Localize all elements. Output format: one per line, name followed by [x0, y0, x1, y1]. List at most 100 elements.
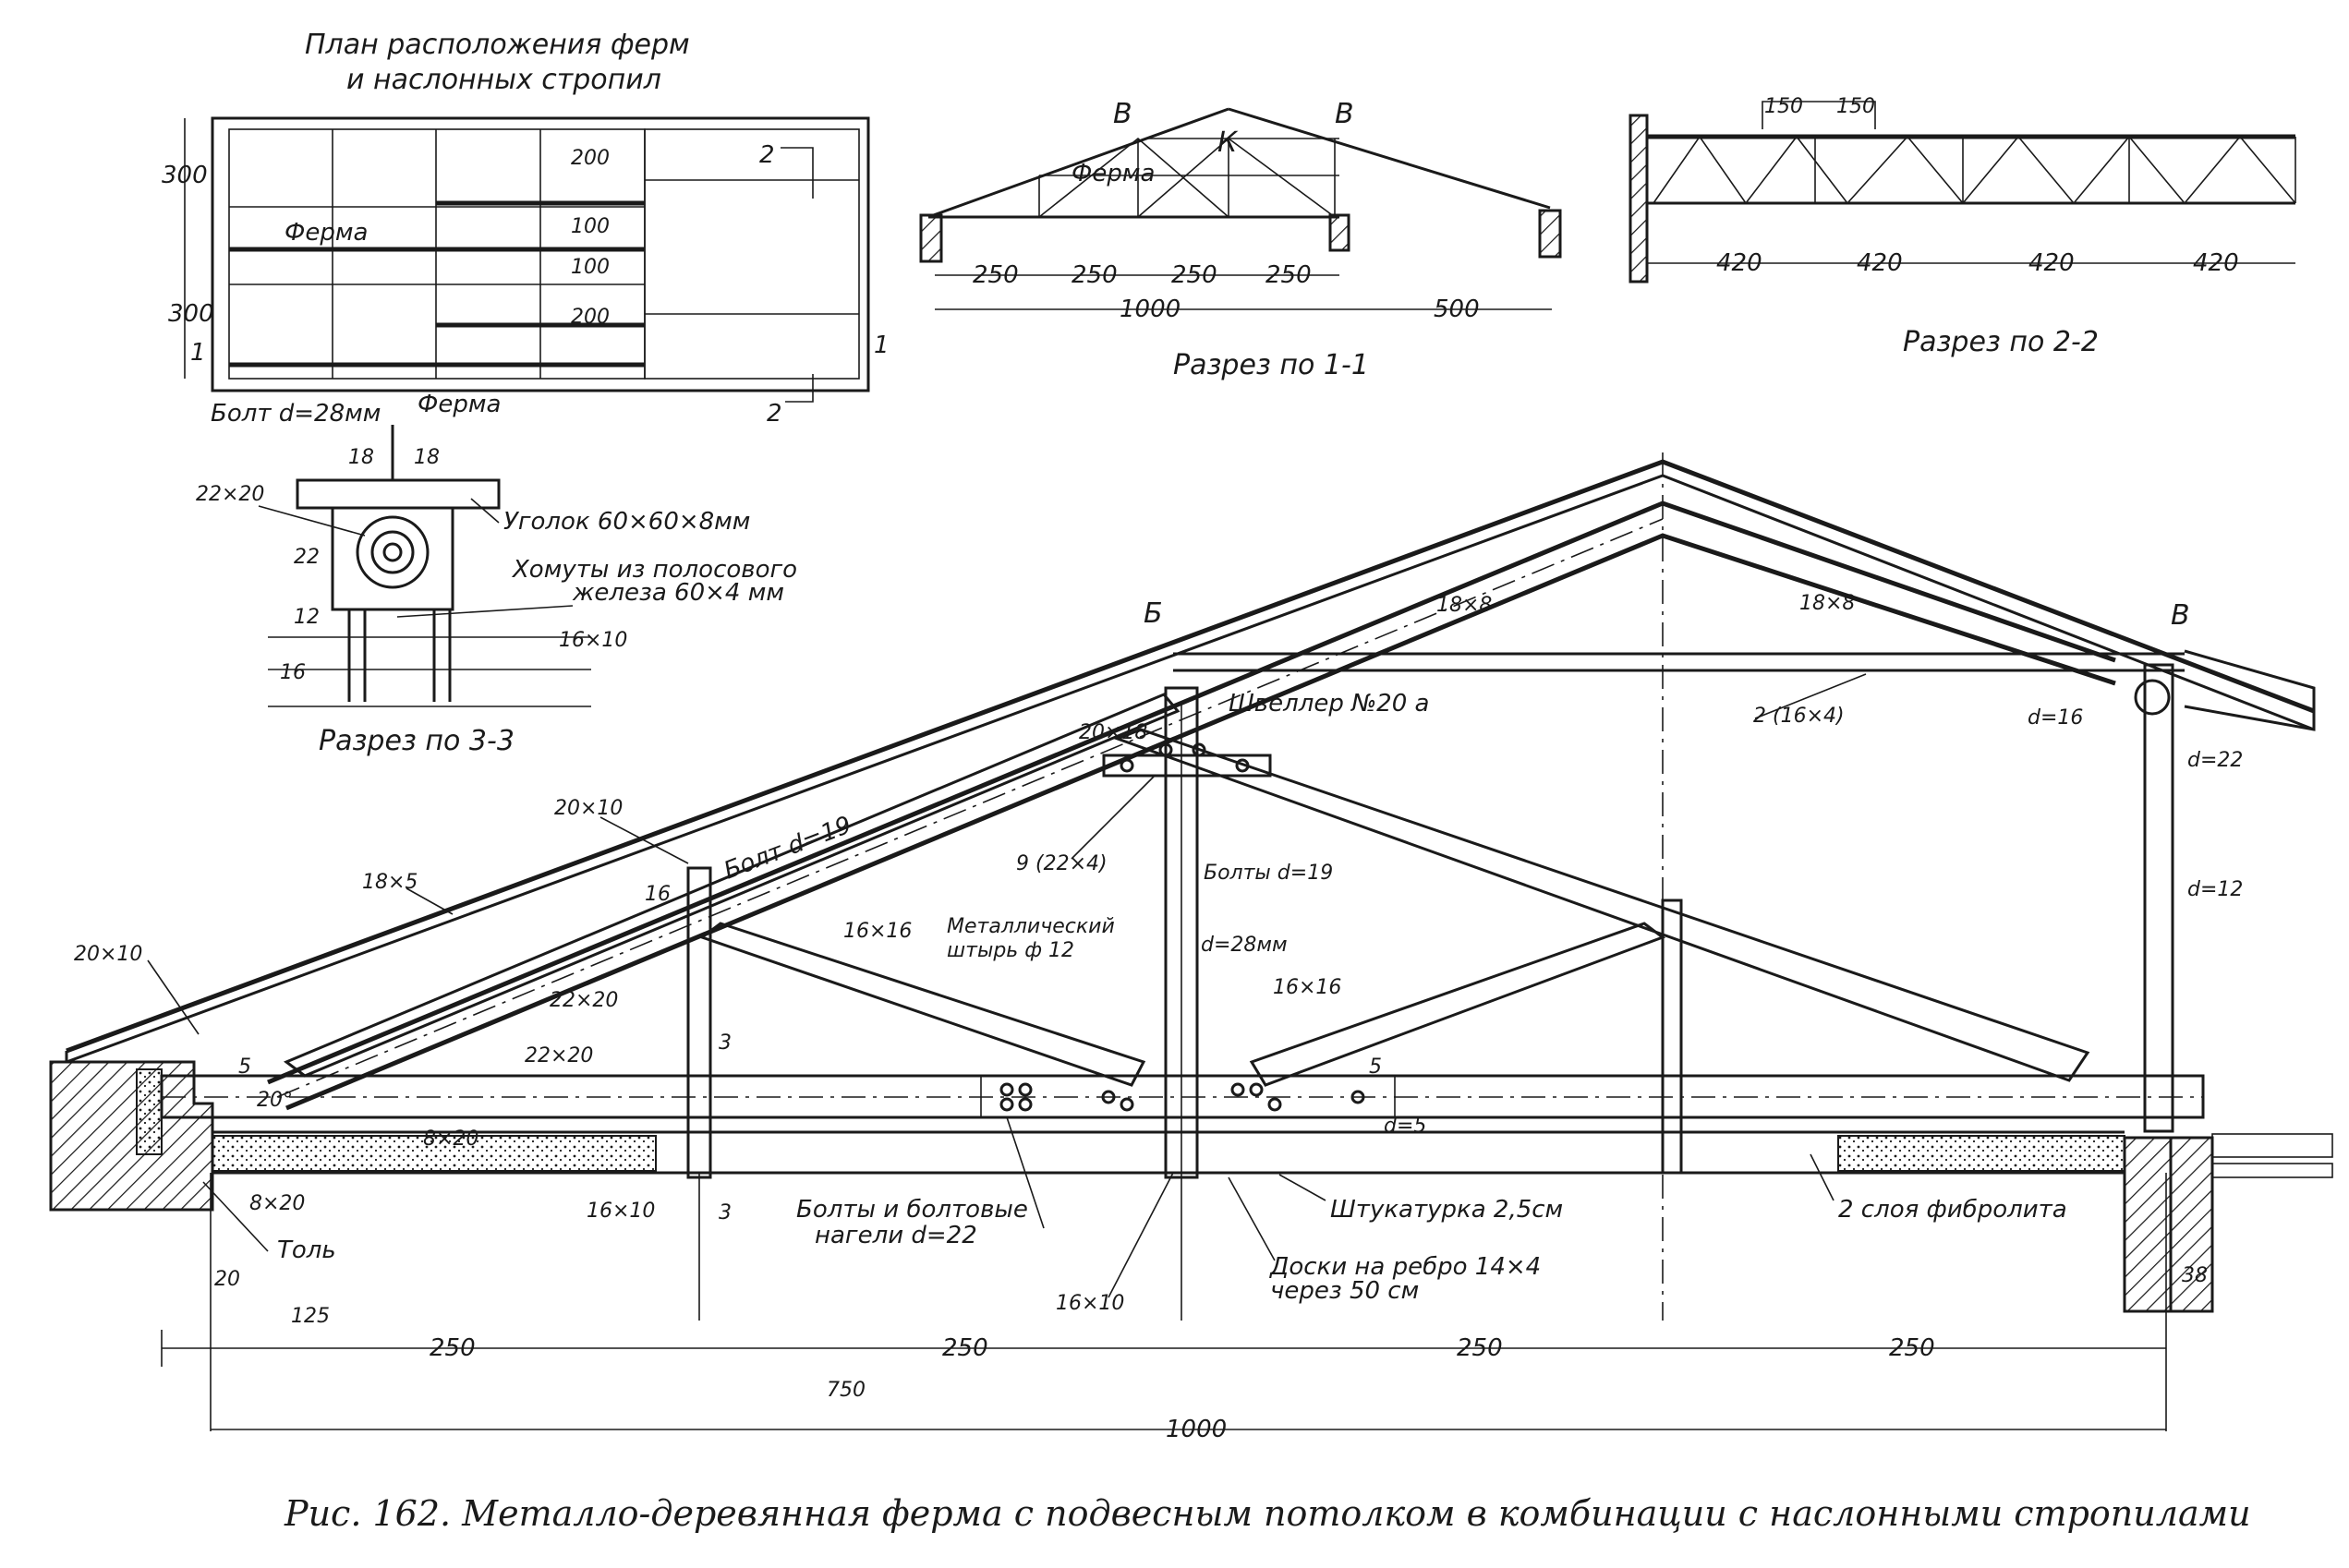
s33-title: Разрез по 3-3	[319, 725, 515, 757]
lbl-chord-22x20-a: 22×20	[550, 989, 618, 1012]
s33-bolt-label: Болт d=28мм	[211, 400, 381, 428]
s33-dim-18b: 18	[414, 446, 440, 469]
lbl-pin-line1: Металлический	[947, 915, 1115, 938]
lbl-9-22x4: 9 (22×4)	[1016, 852, 1108, 875]
s22-lattice	[1653, 135, 2296, 205]
plan-mark-2b: 2	[767, 400, 782, 428]
dim-1000: 1000	[1166, 1416, 1227, 1443]
s11-node-v-left: В	[1113, 98, 1132, 130]
s22-dim-420c: 420	[2028, 249, 2075, 277]
splice-bolts	[999, 1082, 1365, 1112]
s22-top-dim-150b: 150	[1836, 95, 1875, 118]
lbl-bolts-nails-1: Болты и болтовые	[796, 1196, 1028, 1224]
lbl-16x10-b: 16×10	[1056, 1292, 1124, 1315]
main-elevation: Б В 18×8 18×8 18×5 20×10 20×10 Швеллер №…	[49, 452, 2333, 1443]
plan-dim-300b: 300	[168, 300, 214, 328]
left-wall-insulation	[136, 1068, 163, 1155]
s33-dim-16: 16	[280, 661, 306, 684]
figure-caption: Рис. 162. Металло-деревянная ферма с под…	[284, 1493, 2251, 1534]
s11-rafter-right	[1228, 107, 1551, 210]
lbl-8x20-a: 8×20	[423, 1128, 478, 1151]
plan-mark-1a: 1	[190, 339, 206, 367]
lbl-boards-1: Доски на ребро 14×4	[1269, 1253, 1541, 1281]
ceiling-insulation-left	[212, 1135, 657, 1172]
plan-title-line1: План расположения ферм	[305, 29, 690, 61]
lbl-strut-16x16-b: 16×16	[1273, 976, 1341, 999]
s11-rafter-left	[927, 107, 1229, 219]
lbl-d22: d=22	[2187, 749, 2243, 772]
s22-dim-420b: 420	[1857, 249, 1903, 277]
lbl-m5: 5	[1369, 1055, 1382, 1079]
lbl-bolts-nails-2: нагели d=22	[815, 1222, 977, 1249]
lbl-d12: d=12	[2187, 878, 2243, 901]
s33-dim-22x20: 22×20	[196, 483, 264, 506]
plan-mark-2a: 2	[759, 141, 775, 169]
lbl-8x20-b: 8×20	[249, 1192, 305, 1215]
right-masonry-pier-b	[2169, 1136, 2214, 1313]
s33-angle-plate	[296, 478, 501, 510]
s11-dim-250b: 250	[1072, 261, 1118, 289]
plan-dim-100b: 100	[571, 256, 610, 279]
plan-inner-right	[644, 128, 860, 380]
s22-wall	[1629, 114, 1649, 283]
left-diagonal-strut	[698, 922, 1146, 1087]
plan-dim-100a: 100	[571, 215, 610, 238]
s11-dim-500: 500	[1434, 296, 1480, 323]
dim-250-b: 250	[942, 1334, 988, 1362]
s22-dim-420d: 420	[2193, 249, 2239, 277]
channel-gusset	[1102, 754, 1272, 778]
lbl-chord-22x20-b: 22×20	[525, 1044, 593, 1067]
lbl-sec3-top: 3	[719, 1031, 732, 1055]
lbl-plaster: Штукатурка 2,5см	[1330, 1196, 1563, 1224]
lbl-16x10-a: 16×10	[587, 1200, 655, 1223]
s33-dim-12: 12	[294, 606, 320, 629]
lbl-m38: 38	[2182, 1264, 2208, 1287]
s33-clamps-line1: Хомуты из полосового	[511, 556, 797, 584]
s33-bolt-circle-outer	[356, 515, 430, 589]
s22-top-dim-150a: 150	[1764, 95, 1803, 118]
plan-dim-300a: 300	[162, 162, 208, 189]
right-diagonal-strut	[1249, 922, 1666, 1087]
section-2-2: 150 150 420 420 420 420 Разрез по 2-2	[1629, 95, 2296, 358]
s11-dim-250a: 250	[973, 261, 1019, 289]
right-overhang	[2184, 649, 2316, 731]
lbl-mark-16: 16	[645, 883, 671, 906]
plan-dim-200a: 200	[571, 147, 610, 170]
lbl-tie-2-16x4: 2 (16×4)	[1753, 705, 1845, 728]
s33-clamps-line2: железа 60×4 мм	[572, 579, 784, 607]
s11-node-k: К	[1217, 127, 1239, 159]
lbl-toll: Толь	[277, 1236, 336, 1264]
plan-truss-label-2: Ферма	[418, 391, 501, 418]
lbl-strut-16x16-a: 16×16	[843, 920, 912, 943]
s11-column	[1328, 213, 1350, 252]
lbl-channel: Швеллер №20 а	[1229, 690, 1429, 718]
s11-wall-right	[1538, 209, 1562, 259]
right-beam-stub	[2211, 1133, 2333, 1158]
lbl-m20: 20	[214, 1268, 240, 1291]
s11-title: Разрез по 1-1	[1173, 349, 1369, 381]
s33-angle-label: Уголок 60×60×8мм	[503, 508, 750, 536]
s11-node-v-right: В	[1335, 98, 1354, 130]
s33-dim-22: 22	[294, 546, 320, 569]
stray-750: 750	[827, 1379, 866, 1402]
right-node-bolt	[2134, 679, 2171, 716]
s11-truss-label: Ферма	[1072, 160, 1155, 187]
ceiling-insulation-right	[1837, 1135, 2125, 1172]
lbl-eave-5: 5	[238, 1055, 251, 1079]
lbl-fibrolite: 2 слоя фибролита	[1838, 1196, 2067, 1224]
lbl-rafter-18x8-b: 18×8	[1799, 592, 1855, 615]
lbl-d5: d=5	[1384, 1115, 1426, 1138]
node-b: Б	[1144, 597, 1163, 630]
lbl-rafter-18x8-a: 18×8	[1436, 594, 1492, 617]
plan-view: План расположения ферм и наслонных строп…	[162, 29, 890, 428]
lbl-block-20x18: 20×18	[1079, 721, 1147, 744]
lbl-bolts-d19: Болты d=19	[1204, 862, 1333, 885]
lbl-m125: 125	[291, 1305, 330, 1328]
left-main-strut	[284, 693, 1181, 1078]
s33-block	[331, 506, 454, 611]
s33-dim-16x10: 16×10	[559, 629, 627, 652]
dim-250-a: 250	[430, 1334, 476, 1362]
lbl-d28: d=28мм	[1201, 934, 1288, 957]
s11-dim-250c: 250	[1171, 261, 1217, 289]
